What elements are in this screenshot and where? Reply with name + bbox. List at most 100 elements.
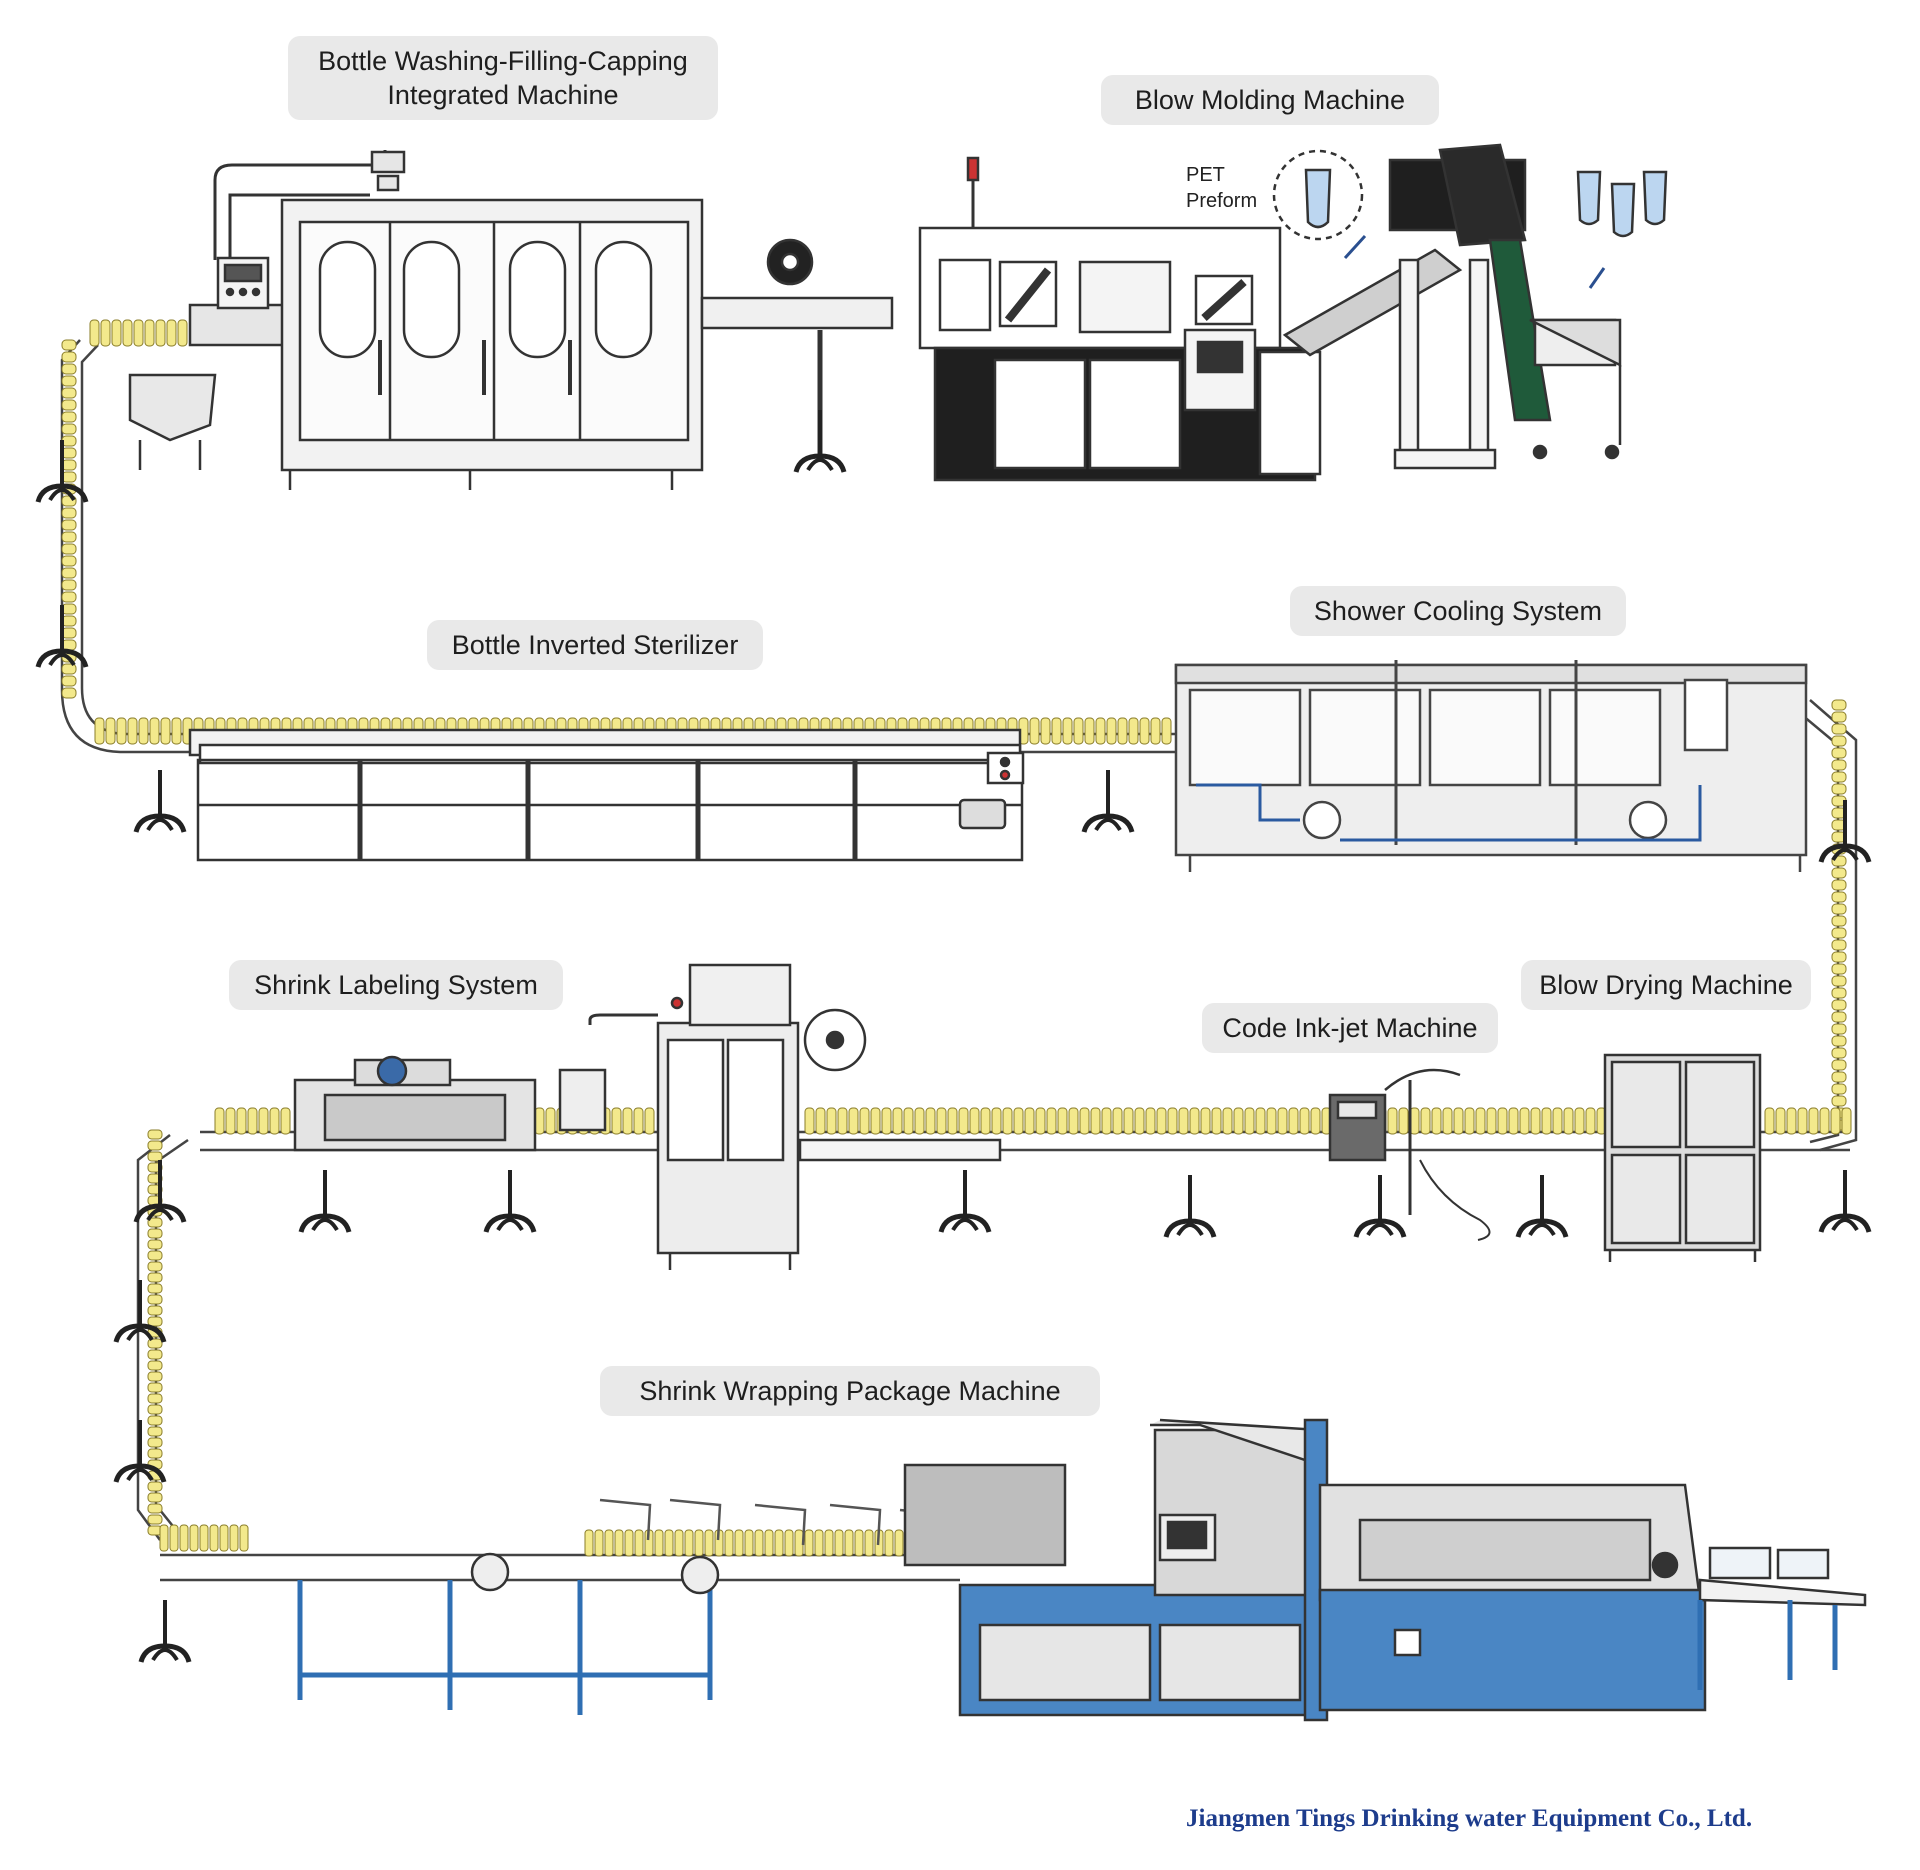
bottle: [674, 1529, 684, 1557]
bottle: [1431, 1107, 1442, 1135]
bottle: [111, 319, 122, 347]
bottle: [147, 1338, 163, 1349]
bottle: [892, 1107, 903, 1135]
bottle: [1310, 1107, 1321, 1135]
bottle: [545, 1107, 556, 1135]
bottle: [61, 579, 77, 591]
bottle: [89, 319, 100, 347]
bottle: [122, 319, 133, 347]
bottle: [147, 1129, 163, 1140]
bottle: [147, 1272, 163, 1283]
bottle: [61, 555, 77, 567]
bottle: [147, 1261, 163, 1272]
bottle: [624, 1529, 634, 1557]
bottle: [936, 1107, 947, 1135]
bottle: [147, 1371, 163, 1382]
bottle: [633, 1107, 644, 1135]
bottle: [1519, 1107, 1530, 1135]
bottle: [160, 717, 171, 745]
bottle: [744, 1529, 754, 1557]
bottle: [1024, 1107, 1035, 1135]
bottle: [724, 1529, 734, 1557]
bottle: [147, 1239, 163, 1250]
company-name: Jiangmen Tings Drinking water Equipment …: [1186, 1805, 1753, 1832]
bottle: [147, 1140, 163, 1151]
bottle: [694, 1529, 704, 1557]
shrink-labeling-system: [293, 963, 1002, 1270]
bottle: [247, 1107, 258, 1135]
bottle: [774, 1529, 784, 1557]
bottle: [133, 319, 144, 347]
bottle: [1453, 1107, 1464, 1135]
bottle: [147, 1448, 163, 1459]
bottle: [225, 1107, 236, 1135]
bottle: [1563, 1107, 1574, 1135]
bottle: [147, 1349, 163, 1360]
bottle: [1090, 1107, 1101, 1135]
bottle: [1831, 1095, 1847, 1107]
bottle: [1831, 1083, 1847, 1095]
bottle: [881, 1107, 892, 1135]
bottle: [1831, 927, 1847, 939]
shrink-wrapping-machine: [297, 1418, 1867, 1722]
bottle: [1112, 1107, 1123, 1135]
bottle: [848, 1107, 859, 1135]
bottle: [814, 1529, 824, 1557]
bottle: [1775, 1107, 1786, 1135]
bottle: [144, 319, 155, 347]
bottle: [61, 567, 77, 579]
washing-filling-capping-machine: [128, 150, 894, 490]
bottle: [199, 1524, 209, 1552]
bottle: [1831, 879, 1847, 891]
bottle: [147, 1492, 163, 1503]
bottle: [147, 1316, 163, 1327]
bottle: [1200, 1107, 1211, 1135]
blow-drying-machine: [1603, 1053, 1762, 1262]
bottle: [147, 1283, 163, 1294]
bottle: [1046, 1107, 1057, 1135]
bottle: [1288, 1107, 1299, 1135]
bottle: [1831, 759, 1847, 771]
bottle: [1128, 717, 1139, 745]
bottle: [1073, 717, 1084, 745]
label-shower-cooling-text: Shower Cooling System: [1313, 596, 1603, 626]
bottle: [1786, 1107, 1797, 1135]
bottle: [1057, 1107, 1068, 1135]
inverted-sterilizer: [188, 728, 1025, 862]
bottle: [794, 1529, 804, 1557]
bottle: [61, 351, 77, 363]
bottle: [1808, 1107, 1819, 1135]
bottle: [1040, 717, 1051, 745]
bottle: [1831, 891, 1847, 903]
bottle: [1797, 1107, 1808, 1135]
bottle: [138, 717, 149, 745]
bottle: [1420, 1107, 1431, 1135]
bottle: [870, 1107, 881, 1135]
bottle: [1831, 963, 1847, 975]
bottle: [1497, 1107, 1508, 1135]
bottle: [61, 627, 77, 639]
bottle: [604, 1529, 614, 1557]
bottle: [1831, 939, 1847, 951]
bottle: [754, 1529, 764, 1557]
bottle: [1831, 783, 1847, 795]
conveyor-stand: [796, 410, 844, 472]
bottle: [147, 1228, 163, 1239]
bottle: [1222, 1107, 1233, 1135]
bottle: [1764, 1107, 1775, 1135]
bottle: [1233, 1107, 1244, 1135]
bottle: [884, 1529, 894, 1557]
bottle: [147, 1426, 163, 1437]
bottle: [61, 507, 77, 519]
bottle: [179, 1524, 189, 1552]
bottle: [61, 423, 77, 435]
bottle: [177, 319, 188, 347]
bottle: [980, 1107, 991, 1135]
bottle: [269, 1107, 280, 1135]
label-code-inkjet-text: Code Ink-jet Machine: [1222, 1013, 1478, 1043]
label-inverted-sterilizer-text: Bottle Inverted Sterilizer: [451, 630, 739, 660]
bottle: [61, 387, 77, 399]
label-shrink-wrapping: Shrink Wrapping Package Machine: [600, 1366, 1100, 1416]
